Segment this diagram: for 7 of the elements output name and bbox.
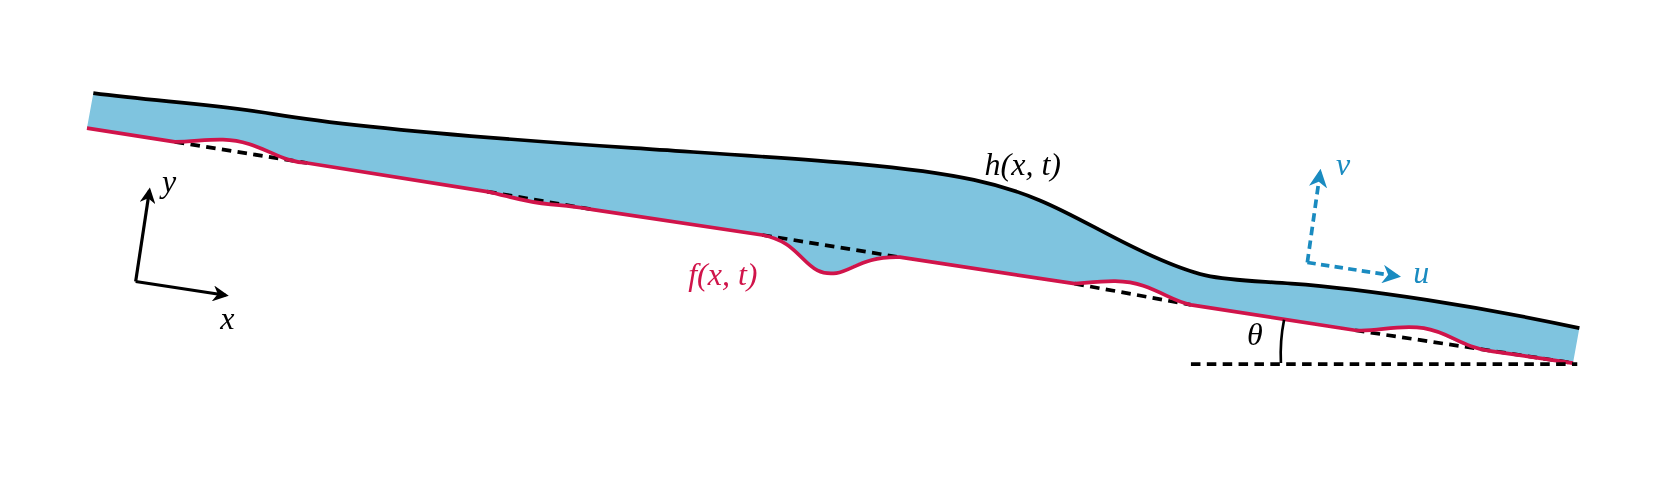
axis-label: x (220, 301, 235, 334)
velocity-label: u (1413, 256, 1430, 289)
surface-label: f(x, t) (688, 258, 758, 291)
angle-label: θ (1247, 317, 1263, 350)
velocity-label: v (1336, 148, 1351, 181)
height-label: h(x, t) (984, 148, 1061, 181)
axis-label: y (161, 165, 177, 198)
